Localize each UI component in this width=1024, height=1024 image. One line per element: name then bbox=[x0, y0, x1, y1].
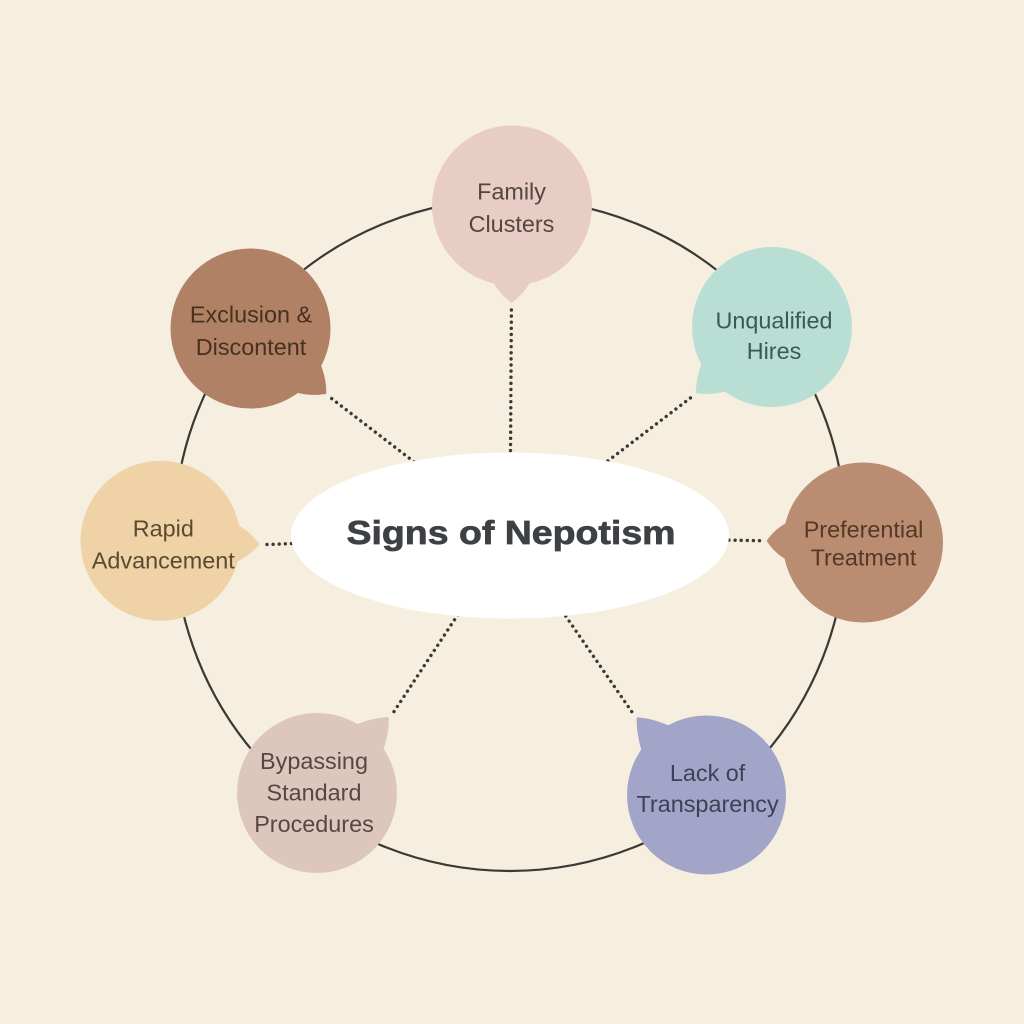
svg-text:Transparency: Transparency bbox=[637, 791, 779, 817]
svg-text:Exclusion &: Exclusion & bbox=[190, 301, 313, 327]
svg-text:Standard: Standard bbox=[267, 780, 362, 806]
svg-text:Advancement: Advancement bbox=[92, 548, 236, 574]
svg-text:Hires: Hires bbox=[747, 338, 802, 364]
svg-text:Lack of: Lack of bbox=[670, 760, 746, 786]
svg-text:Family: Family bbox=[477, 179, 546, 205]
svg-text:Treatment: Treatment bbox=[811, 544, 917, 570]
svg-text:Unqualified: Unqualified bbox=[715, 307, 832, 333]
svg-text:Signs of Nepotism: Signs of Nepotism bbox=[347, 514, 676, 551]
svg-text:Clusters: Clusters bbox=[469, 211, 555, 237]
svg-text:Preferential: Preferential bbox=[804, 517, 924, 543]
svg-text:Rapid: Rapid bbox=[133, 516, 194, 542]
svg-text:Discontent: Discontent bbox=[196, 334, 307, 360]
svg-text:Bypassing: Bypassing bbox=[260, 748, 368, 774]
svg-text:Procedures: Procedures bbox=[254, 811, 374, 837]
